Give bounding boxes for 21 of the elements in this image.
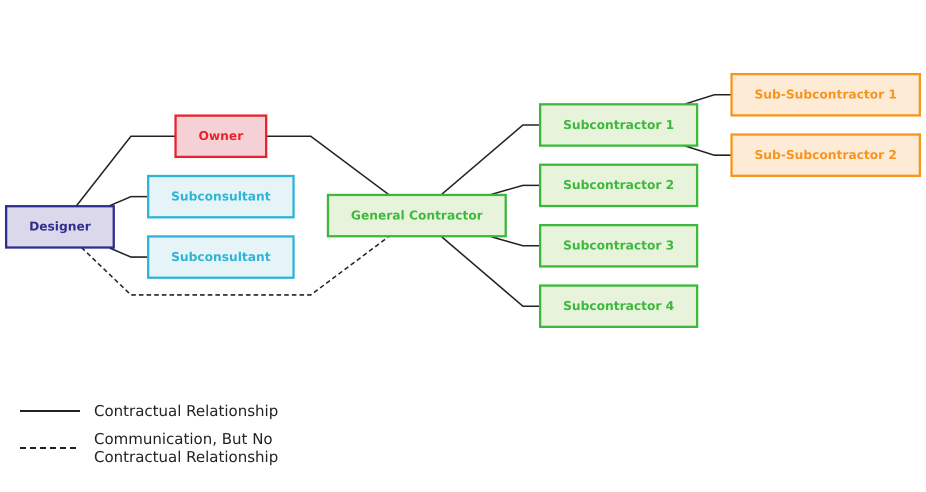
node-box: Subcontractor 4 bbox=[538, 284, 698, 328]
node-box: Sub-Subcontractor 2 bbox=[730, 132, 922, 176]
legend-text: Communication, But No Contractual Relationship bbox=[94, 430, 280, 466]
node-box: Subconsultant bbox=[147, 174, 295, 218]
node-box: Subcontractor 3 bbox=[538, 224, 698, 268]
connector bbox=[440, 235, 540, 306]
connector bbox=[489, 235, 540, 246]
node-box: Subcontractor 2 bbox=[538, 163, 698, 207]
node-box: Owner bbox=[174, 114, 268, 158]
connector bbox=[108, 246, 148, 258]
node-box: Sub-Subcontractor 1 bbox=[730, 72, 922, 116]
connector bbox=[266, 135, 390, 196]
legend-text: Contractual Relationship bbox=[94, 402, 278, 420]
node-box: Designer bbox=[4, 204, 115, 248]
node-box: Subconsultant bbox=[147, 234, 295, 278]
node-box: General Contractor bbox=[326, 193, 507, 237]
connector bbox=[684, 144, 732, 156]
connector bbox=[440, 124, 540, 196]
connector bbox=[80, 235, 390, 296]
connector bbox=[76, 135, 176, 206]
node-box: Subcontractor 1 bbox=[538, 102, 698, 146]
